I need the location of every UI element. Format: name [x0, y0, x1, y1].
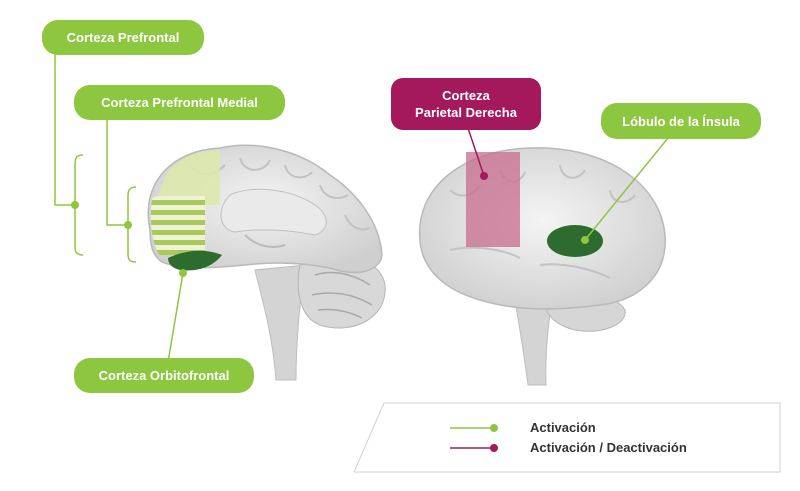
brain-sagittal-icon [147, 144, 386, 381]
connector-dot-prefrontal [71, 201, 79, 209]
connector-dot-orbitofrontal [179, 269, 187, 277]
connector-dot-insula [581, 236, 589, 244]
legend-dot-activation [490, 424, 498, 432]
label-corteza-parietal-derecha-line2: Parietal Derecha [415, 105, 517, 120]
connector-prefrontal-medial [106, 105, 137, 263]
legend-box [353, 402, 781, 473]
legend-dot-activation-deactivation [490, 444, 498, 452]
connector-orbitofrontal [167, 272, 184, 363]
brain-lateral-icon [418, 147, 666, 386]
label-corteza-prefrontal-medial: Corteza Prefrontal Medial [74, 85, 285, 120]
label-corteza-prefrontal: Corteza Prefrontal [42, 20, 204, 55]
legend-label-activation: Activación [530, 420, 596, 435]
label-lobulo-insula: Lóbulo de la Ínsula [601, 103, 761, 139]
label-corteza-parietal-derecha: Corteza Parietal Derecha [391, 78, 541, 130]
connector-parietal [467, 127, 485, 177]
label-corteza-parietal-derecha-line1: Corteza [442, 88, 490, 103]
legend-label-activation-deactivation: Activación / Deactivación [530, 440, 687, 455]
connector-prefrontal [54, 38, 84, 256]
connector-dot-parietal [480, 172, 488, 180]
connector-insula [584, 137, 669, 241]
connector-dot-prefrontal-medial [124, 221, 132, 229]
label-corteza-orbitofrontal: Corteza Orbitofrontal [74, 358, 254, 393]
